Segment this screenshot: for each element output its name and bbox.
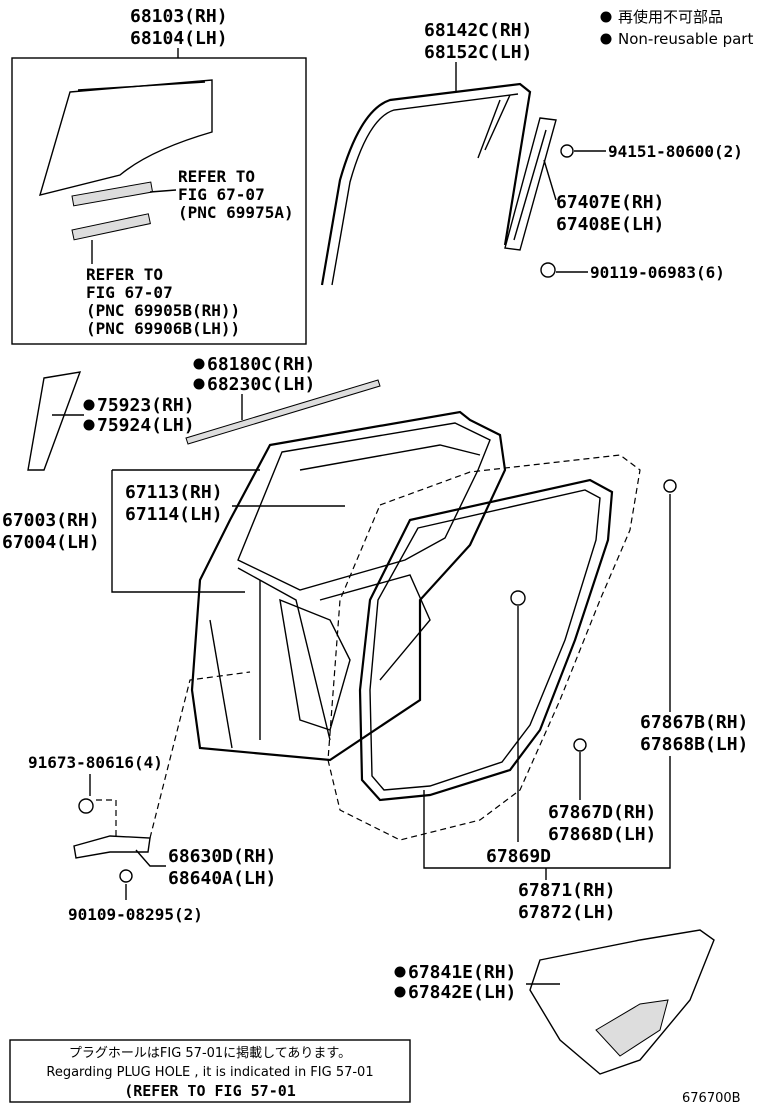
- legend: 再使用不可部品 Non-reusable part: [600, 8, 753, 48]
- label-bolt3: 90109-08295(2): [68, 905, 203, 924]
- door-panel-outline: [190, 410, 507, 762]
- glass-group: 68103(RH) 68104(LH) REFER TO FIG 67-07 (…: [11, 6, 307, 345]
- glass-channel-lower: [71, 213, 151, 241]
- non-reusable-bullet-icon: [600, 11, 612, 23]
- label-frame-lh: 67408E(LH): [556, 214, 664, 235]
- refer1-b: FIG 67-07: [178, 185, 265, 204]
- non-reusable-bullet-icon: [193, 358, 205, 370]
- clip-icon: [573, 738, 587, 752]
- door-glass-shape: [38, 79, 213, 196]
- bolt-icon: [119, 869, 133, 883]
- glass-channel-upper: [71, 181, 154, 207]
- label-film-rh: 67841E(RH): [408, 962, 516, 983]
- inner-film-hole: [595, 999, 669, 1057]
- label-seal-b-lh: 67868B(LH): [640, 734, 748, 755]
- note-jp: プラグホールはFIG 57-01に掲載してあります。: [69, 1045, 351, 1061]
- label-pillar-rh: 75923(RH): [97, 395, 195, 416]
- refer2-b: FIG 67-07: [86, 283, 173, 302]
- frame-group: 94151-80600(2) 67407E(RH) 67408E(LH) 901…: [504, 117, 743, 282]
- belt-weatherstrip-shape: [185, 379, 381, 445]
- refer2-a: REFER TO: [86, 265, 163, 284]
- label-bolt1: 94151-80600(2): [608, 142, 743, 161]
- note-ref: (REFER TO FIG 57-01: [124, 1082, 296, 1100]
- label-film-lh: 67842E(LH): [408, 982, 516, 1003]
- bolt-icon: [540, 262, 556, 278]
- label-bolt2: 90119-06983(6): [590, 263, 725, 282]
- label-frame-rh: 67407E(RH): [556, 192, 664, 213]
- film-group: 67841E(RH) 67842E(LH): [394, 929, 715, 1075]
- service-hole-cover-outline: [327, 454, 641, 841]
- door-opening-seal-shape: [358, 478, 614, 802]
- refer2-d: (PNC 69906B(LH)): [86, 319, 240, 338]
- refer1-c: (PNC 69975A): [178, 203, 294, 222]
- service-cover-group: [327, 454, 641, 841]
- legend-jp: 再使用不可部品: [618, 8, 723, 26]
- label-seal-d-rh: 67867D(RH): [548, 802, 656, 823]
- refer1-a: REFER TO: [178, 167, 255, 186]
- label-door-rh: 67003(RH): [2, 510, 100, 531]
- label-clip: 67869D: [486, 846, 551, 867]
- pillar-garnish-shape: [27, 371, 82, 471]
- non-reusable-bullet-icon: [83, 419, 95, 431]
- label-door-lh: 67004(LH): [2, 532, 100, 553]
- label-seal-d-lh: 67868D(LH): [548, 824, 656, 845]
- pillar-group: 75923(RH) 75924(LH): [27, 371, 195, 471]
- non-reusable-bullet-icon: [394, 986, 406, 998]
- door-group: 67113(RH) 67114(LH) 67003(RH) 67004(LH): [2, 410, 507, 762]
- label-weather-rh: 68180C(RH): [207, 354, 315, 375]
- seal-group: 67867B(RH) 67868B(LH) 67867D(RH) 67868D(…: [358, 478, 748, 923]
- label-panel-lh: 67114(LH): [125, 504, 223, 525]
- door-check-shape: [73, 835, 151, 859]
- weatherstrip-group: 68180C(RH) 68230C(LH): [185, 354, 381, 445]
- label-weather-lh: 68230C(LH): [207, 374, 315, 395]
- label-seal-b-rh: 67867B(RH): [640, 712, 748, 733]
- label-run-rh: 68142C(RH): [424, 20, 532, 41]
- inner-film-outline: [529, 929, 715, 1075]
- run-channel-group: 68142C(RH) 68152C(LH): [320, 20, 532, 286]
- non-reusable-bullet-icon: [83, 399, 95, 411]
- label-screw1: 91673-80616(4): [28, 753, 163, 772]
- check-group: 91673-80616(4) 68630D(RH) 68640A(LH) 901…: [28, 671, 276, 924]
- clip-icon: [663, 479, 677, 493]
- legend-en: Non-reusable part: [618, 30, 753, 48]
- non-reusable-bullet-icon: [600, 33, 612, 45]
- non-reusable-bullet-icon: [193, 378, 205, 390]
- label-seal-rh: 67871(RH): [518, 880, 616, 901]
- note-box: プラグホールはFIG 57-01に掲載してあります。 Regarding PLU…: [9, 1039, 411, 1103]
- label-run-lh: 68152C(LH): [424, 42, 532, 63]
- label-glass-rh: 68103(RH): [130, 6, 228, 27]
- non-reusable-bullet-icon: [394, 966, 406, 978]
- figure-id: 676700B: [682, 1091, 741, 1106]
- label-panel-rh: 67113(RH): [125, 482, 223, 503]
- clip-icon: [510, 590, 526, 606]
- bolt-icon: [560, 144, 574, 158]
- run-channel-shape: [320, 82, 532, 286]
- label-seal-lh: 67872(LH): [518, 902, 616, 923]
- refer2-c: (PNC 69905B(RH)): [86, 301, 240, 320]
- label-check-lh: 68640A(LH): [168, 868, 276, 889]
- label-check-rh: 68630D(RH): [168, 846, 276, 867]
- note-en: Regarding PLUG HOLE , it is indicated in…: [46, 1065, 373, 1080]
- glass-box: [11, 57, 307, 345]
- label-pillar-lh: 75924(LH): [97, 415, 195, 436]
- screw-icon: [78, 798, 94, 814]
- label-glass-lh: 68104(LH): [130, 28, 228, 49]
